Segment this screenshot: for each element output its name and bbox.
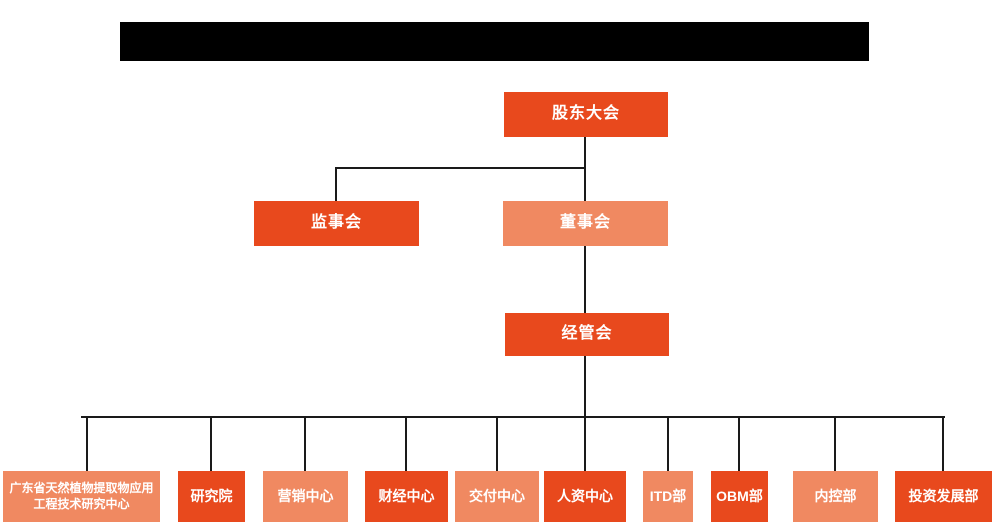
org-node-research-center: 广东省天然植物提取物应用工程技术研究中心 xyxy=(3,471,160,522)
connector-line xyxy=(738,417,740,471)
org-node-management-committee: 经管会 xyxy=(505,313,669,356)
connector-line xyxy=(584,356,586,417)
connector-line xyxy=(86,417,88,471)
connector-line xyxy=(584,417,586,471)
org-node-board-of-directors: 董事会 xyxy=(503,201,668,246)
connector-line xyxy=(834,417,836,471)
org-node-delivery-center: 交付中心 xyxy=(455,471,539,522)
org-node-finance-center: 财经中心 xyxy=(365,471,448,522)
connector-line xyxy=(210,417,212,471)
org-node-internal-control-dept: 内控部 xyxy=(793,471,878,522)
redacted-title-bar xyxy=(120,22,869,61)
connector-line xyxy=(304,417,306,471)
connector-line xyxy=(584,167,586,201)
connector-line xyxy=(584,137,586,168)
org-node-supervisory-board: 监事会 xyxy=(254,201,419,246)
org-node-obm-dept: OBM部 xyxy=(711,471,768,522)
connector-line xyxy=(942,417,944,471)
org-node-research-institute: 研究院 xyxy=(178,471,245,522)
connector-line xyxy=(335,167,337,201)
org-node-shareholders-meeting: 股东大会 xyxy=(504,92,668,137)
org-node-investment-development-dept: 投资发展部 xyxy=(895,471,992,522)
connector-line xyxy=(667,417,669,471)
org-node-hr-center: 人资中心 xyxy=(544,471,626,522)
connector-line xyxy=(584,246,586,313)
connector-line xyxy=(81,416,945,418)
connector-line xyxy=(496,417,498,471)
org-node-marketing-center: 营销中心 xyxy=(263,471,348,522)
connector-line xyxy=(335,167,586,169)
org-node-itd-dept: ITD部 xyxy=(643,471,693,522)
connector-line xyxy=(405,417,407,471)
